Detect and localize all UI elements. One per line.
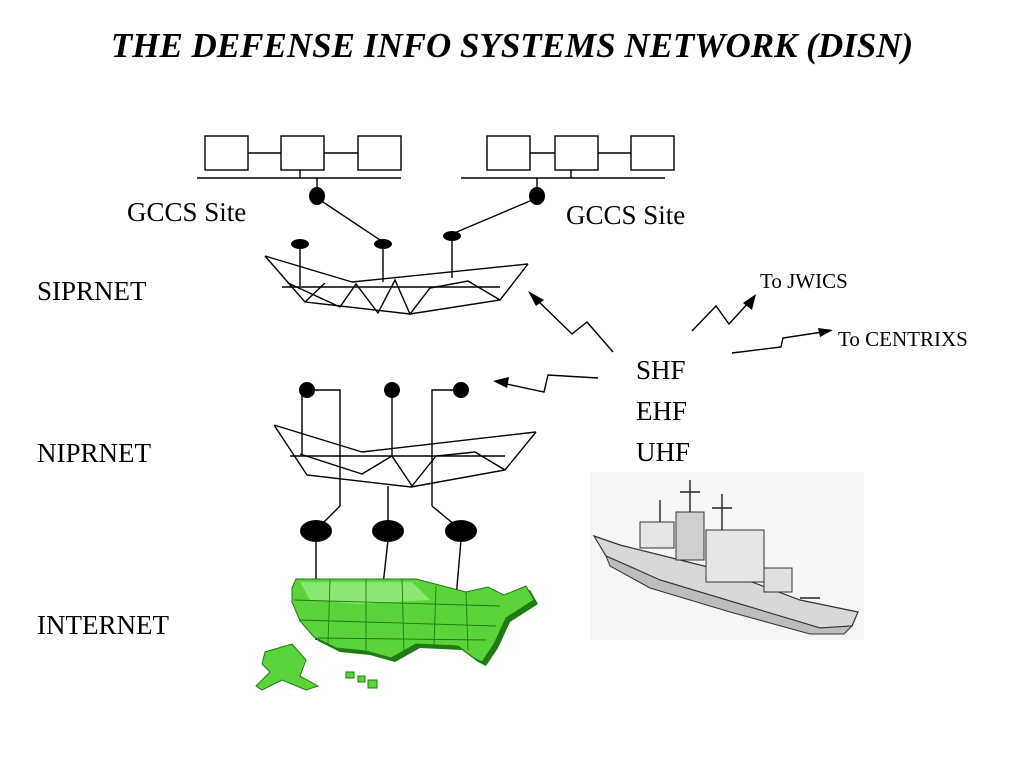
link-to-centrixs xyxy=(731,330,830,354)
siprnet-label: SIPRNET xyxy=(37,276,147,306)
gccs-left-router-node xyxy=(309,187,325,205)
niprnet-network-shape xyxy=(273,424,537,488)
gccs-site-left-label: GCCS Site xyxy=(127,197,247,227)
link-to-jwics xyxy=(691,299,752,332)
warship-icon xyxy=(590,472,864,640)
link-to-siprnet xyxy=(531,294,614,353)
link-to-niprnet xyxy=(496,374,599,393)
gccs-right-router-node xyxy=(529,187,545,205)
uhf-label: UHF xyxy=(636,437,691,467)
us-map-icon xyxy=(255,578,538,691)
gccs-site-right-label: GCCS Site xyxy=(566,200,686,230)
internet-label: INTERNET xyxy=(37,610,169,640)
siprnet-network-shape xyxy=(264,255,529,316)
gccs-site-right-boxes xyxy=(461,135,675,190)
gccs-site-left-boxes xyxy=(197,135,402,190)
shf-label: SHF xyxy=(636,355,686,385)
ehf-label: EHF xyxy=(636,396,688,426)
to-centrixs-label: To CENTRIXS xyxy=(838,327,968,351)
to-jwics-label: To JWICS xyxy=(760,269,848,293)
diagram-title: THE DEFENSE INFO SYSTEMS NETWORK (DISN) xyxy=(110,26,914,65)
niprnet-label: NIPRNET xyxy=(37,438,151,468)
internet-gateway-node xyxy=(300,520,332,542)
